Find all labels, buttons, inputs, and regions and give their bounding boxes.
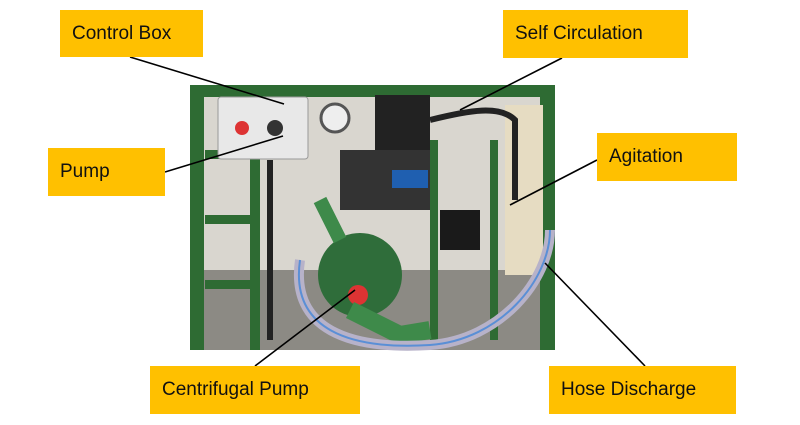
leader-agitation — [509, 159, 598, 206]
leader-centrifugal-pump — [254, 289, 356, 367]
inlet-pipe — [313, 196, 347, 244]
red-coupling — [348, 285, 368, 305]
label-self-circulation: Self Circulation — [503, 10, 688, 58]
hydraulic-hose — [429, 107, 518, 200]
label-agitation: Agitation — [597, 133, 737, 181]
hydraulic-motor — [375, 95, 430, 150]
pressure-gauge — [319, 102, 351, 134]
hose-stripe — [297, 229, 551, 347]
control-box — [217, 96, 309, 160]
tank — [505, 105, 543, 275]
leader-pump — [164, 135, 284, 173]
label-centrifugal-pump: Centrifugal Pump — [150, 366, 360, 414]
label-hose-discharge: Hose Discharge — [549, 366, 736, 414]
leader-lines — [129, 56, 646, 367]
box — [440, 210, 480, 250]
red-switch — [235, 121, 249, 135]
leader-control-box — [129, 56, 285, 105]
centrifugal-pump — [318, 233, 402, 317]
label-pump: Pump — [48, 148, 165, 196]
blue-valve — [392, 170, 428, 188]
discharge-pipe — [345, 301, 432, 345]
label-control-box: Control Box — [60, 10, 203, 57]
black-switch — [267, 120, 283, 136]
leader-hose-discharge — [544, 262, 646, 367]
leader-self-circulation — [459, 57, 563, 111]
